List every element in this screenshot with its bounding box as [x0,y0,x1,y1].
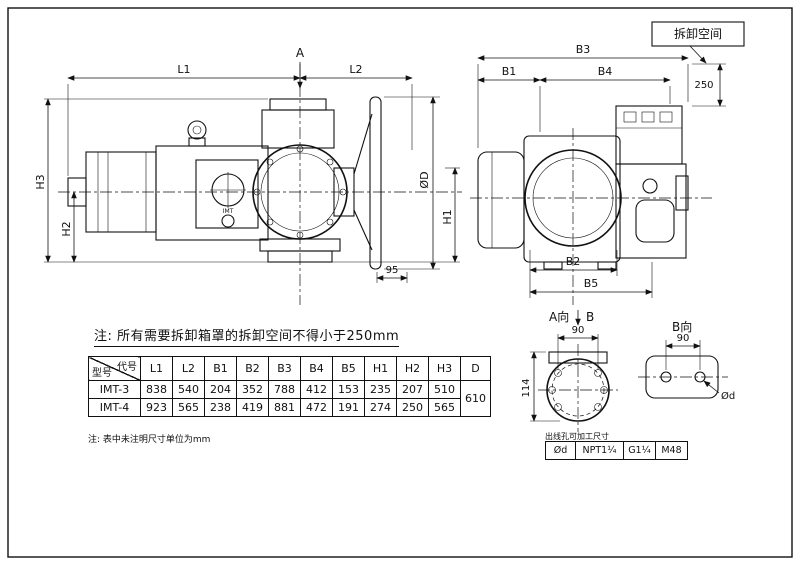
mark-b-label: B [586,310,594,324]
conduit-hole-2 [694,371,706,383]
phid-leader [703,380,720,394]
outlet-table: Ød NPT1¼ G1¼ M48 [545,441,688,460]
outlet-table-title: 出线孔可加工尺寸 [545,432,609,441]
disassembly-space-callout: 拆卸空间 250 [651,21,745,107]
dim-label-90-flange: 90 [572,325,585,336]
value-cell: 923 [140,398,173,417]
col-header: B3 [268,356,301,381]
dim-label-l1: L1 [177,63,190,76]
col-header: L1 [140,356,173,381]
model-cell: IMT-3 [88,380,141,399]
dim-label-h2: H2 [60,221,73,236]
end-view-dimensions: B3 B1 B4 B2 B5 [477,43,689,298]
dim-label-250: 250 [694,80,713,91]
dim-label-phid-big: ØD [418,171,431,188]
corner-label-model: 型号 [92,368,112,379]
end-view-body [477,135,622,270]
dim-label-b4: B4 [598,65,613,78]
bolt-circle [551,363,605,417]
dim-label-95: 95 [386,265,399,276]
dim-label-b1: B1 [502,65,517,78]
table-row-imt4: IMT-4 923 565 238 419 881 472 191 274 25… [88,398,491,417]
value-cell: 788 [268,380,301,399]
side-view: IMT [34,46,462,305]
end-view-flange-circle [524,149,622,247]
value-cell: 238 [204,398,237,417]
dimension-table: 代号 型号 L1 L2 B1 B2 B3 B4 B5 H1 H2 H3 D IM… [88,356,491,417]
col-header: D [460,356,491,381]
value-cell: 274 [364,398,397,417]
disassembly-space-label: 拆卸空间 [674,26,722,41]
conduit-plate [645,355,719,399]
view-a: A向 B 90 114 [521,309,618,432]
value-cell: 153 [332,380,365,399]
value-cell: 191 [332,398,365,417]
table-footnote: 注: 表中未注明尺寸单位为mm [88,435,211,445]
view-b-label: B向 [672,319,692,334]
value-cell: 838 [140,380,173,399]
dim-label-b2: B2 [566,255,581,268]
value-cell: 412 [300,380,333,399]
outlet-cell: NPT1¼ [575,441,624,460]
col-header: B1 [204,356,237,381]
dim-label-b3: B3 [576,43,591,56]
value-cell: 881 [268,398,301,417]
outlet-cell: Ød [545,441,576,460]
dim-label-b5: B5 [584,277,599,290]
value-cell: 235 [364,380,397,399]
col-header: H1 [364,356,397,381]
dim-label-114: 114 [521,378,532,397]
dim-label-phid: Ød [721,390,735,402]
end-view-control-box [615,105,689,259]
col-header: B5 [332,356,365,381]
d-merged-cell: 610 [460,380,491,417]
dim-label-h3: H3 [34,174,47,189]
value-cell: 565 [172,398,205,417]
handwheel [333,96,382,270]
brand-label: IMT [223,208,234,215]
table-corner-cell: 代号 型号 [88,356,141,381]
disassembly-note: 注: 所有需要拆卸箱罩的拆卸空间不得小于250mm [94,325,400,347]
value-cell: 250 [396,398,429,417]
selector-knob [221,214,235,228]
col-header: B2 [236,356,269,381]
callout-leader [689,45,707,64]
flange-collar [548,351,608,364]
side-view-dimensions: L1 L2 A H3 H2 ØD H1 95 [34,46,460,283]
flange-circle [546,358,610,422]
outlet-cell: M48 [655,441,688,460]
dim-label-90-plate: 90 [677,333,690,344]
terminal-box [261,98,335,149]
section-a-label: A [296,46,305,60]
value-cell: 352 [236,380,269,399]
col-header: H3 [428,356,461,381]
dim-label-h1: H1 [441,209,454,224]
end-view: 拆卸空间 250 B3 B1 B4 B2 B5 [470,21,745,305]
col-header: L2 [172,356,205,381]
corner-label-code: 代号 [117,362,137,373]
col-header: B4 [300,356,333,381]
table-row-imt3: IMT-3 838 540 204 352 788 412 153 235 20… [88,380,491,417]
value-cell: 419 [236,398,269,417]
value-cell: 510 [428,380,461,399]
value-cell: 472 [300,398,333,417]
value-cell: 540 [172,380,205,399]
dim-label-l2: L2 [349,63,362,76]
col-header: H2 [396,356,429,381]
value-cell: 204 [204,380,237,399]
model-cell: IMT-4 [88,398,141,417]
conduit-hole-1 [660,371,672,383]
outlet-cell: G1¼ [623,441,656,460]
value-cell: 207 [396,380,429,399]
view-a-label: A向 [549,309,569,324]
sheet-border [7,7,793,558]
value-cell: 565 [428,398,461,417]
view-b: B向 90 Ød [638,319,735,402]
gearbox: IMT [155,145,269,241]
lifting-eye [187,120,207,147]
